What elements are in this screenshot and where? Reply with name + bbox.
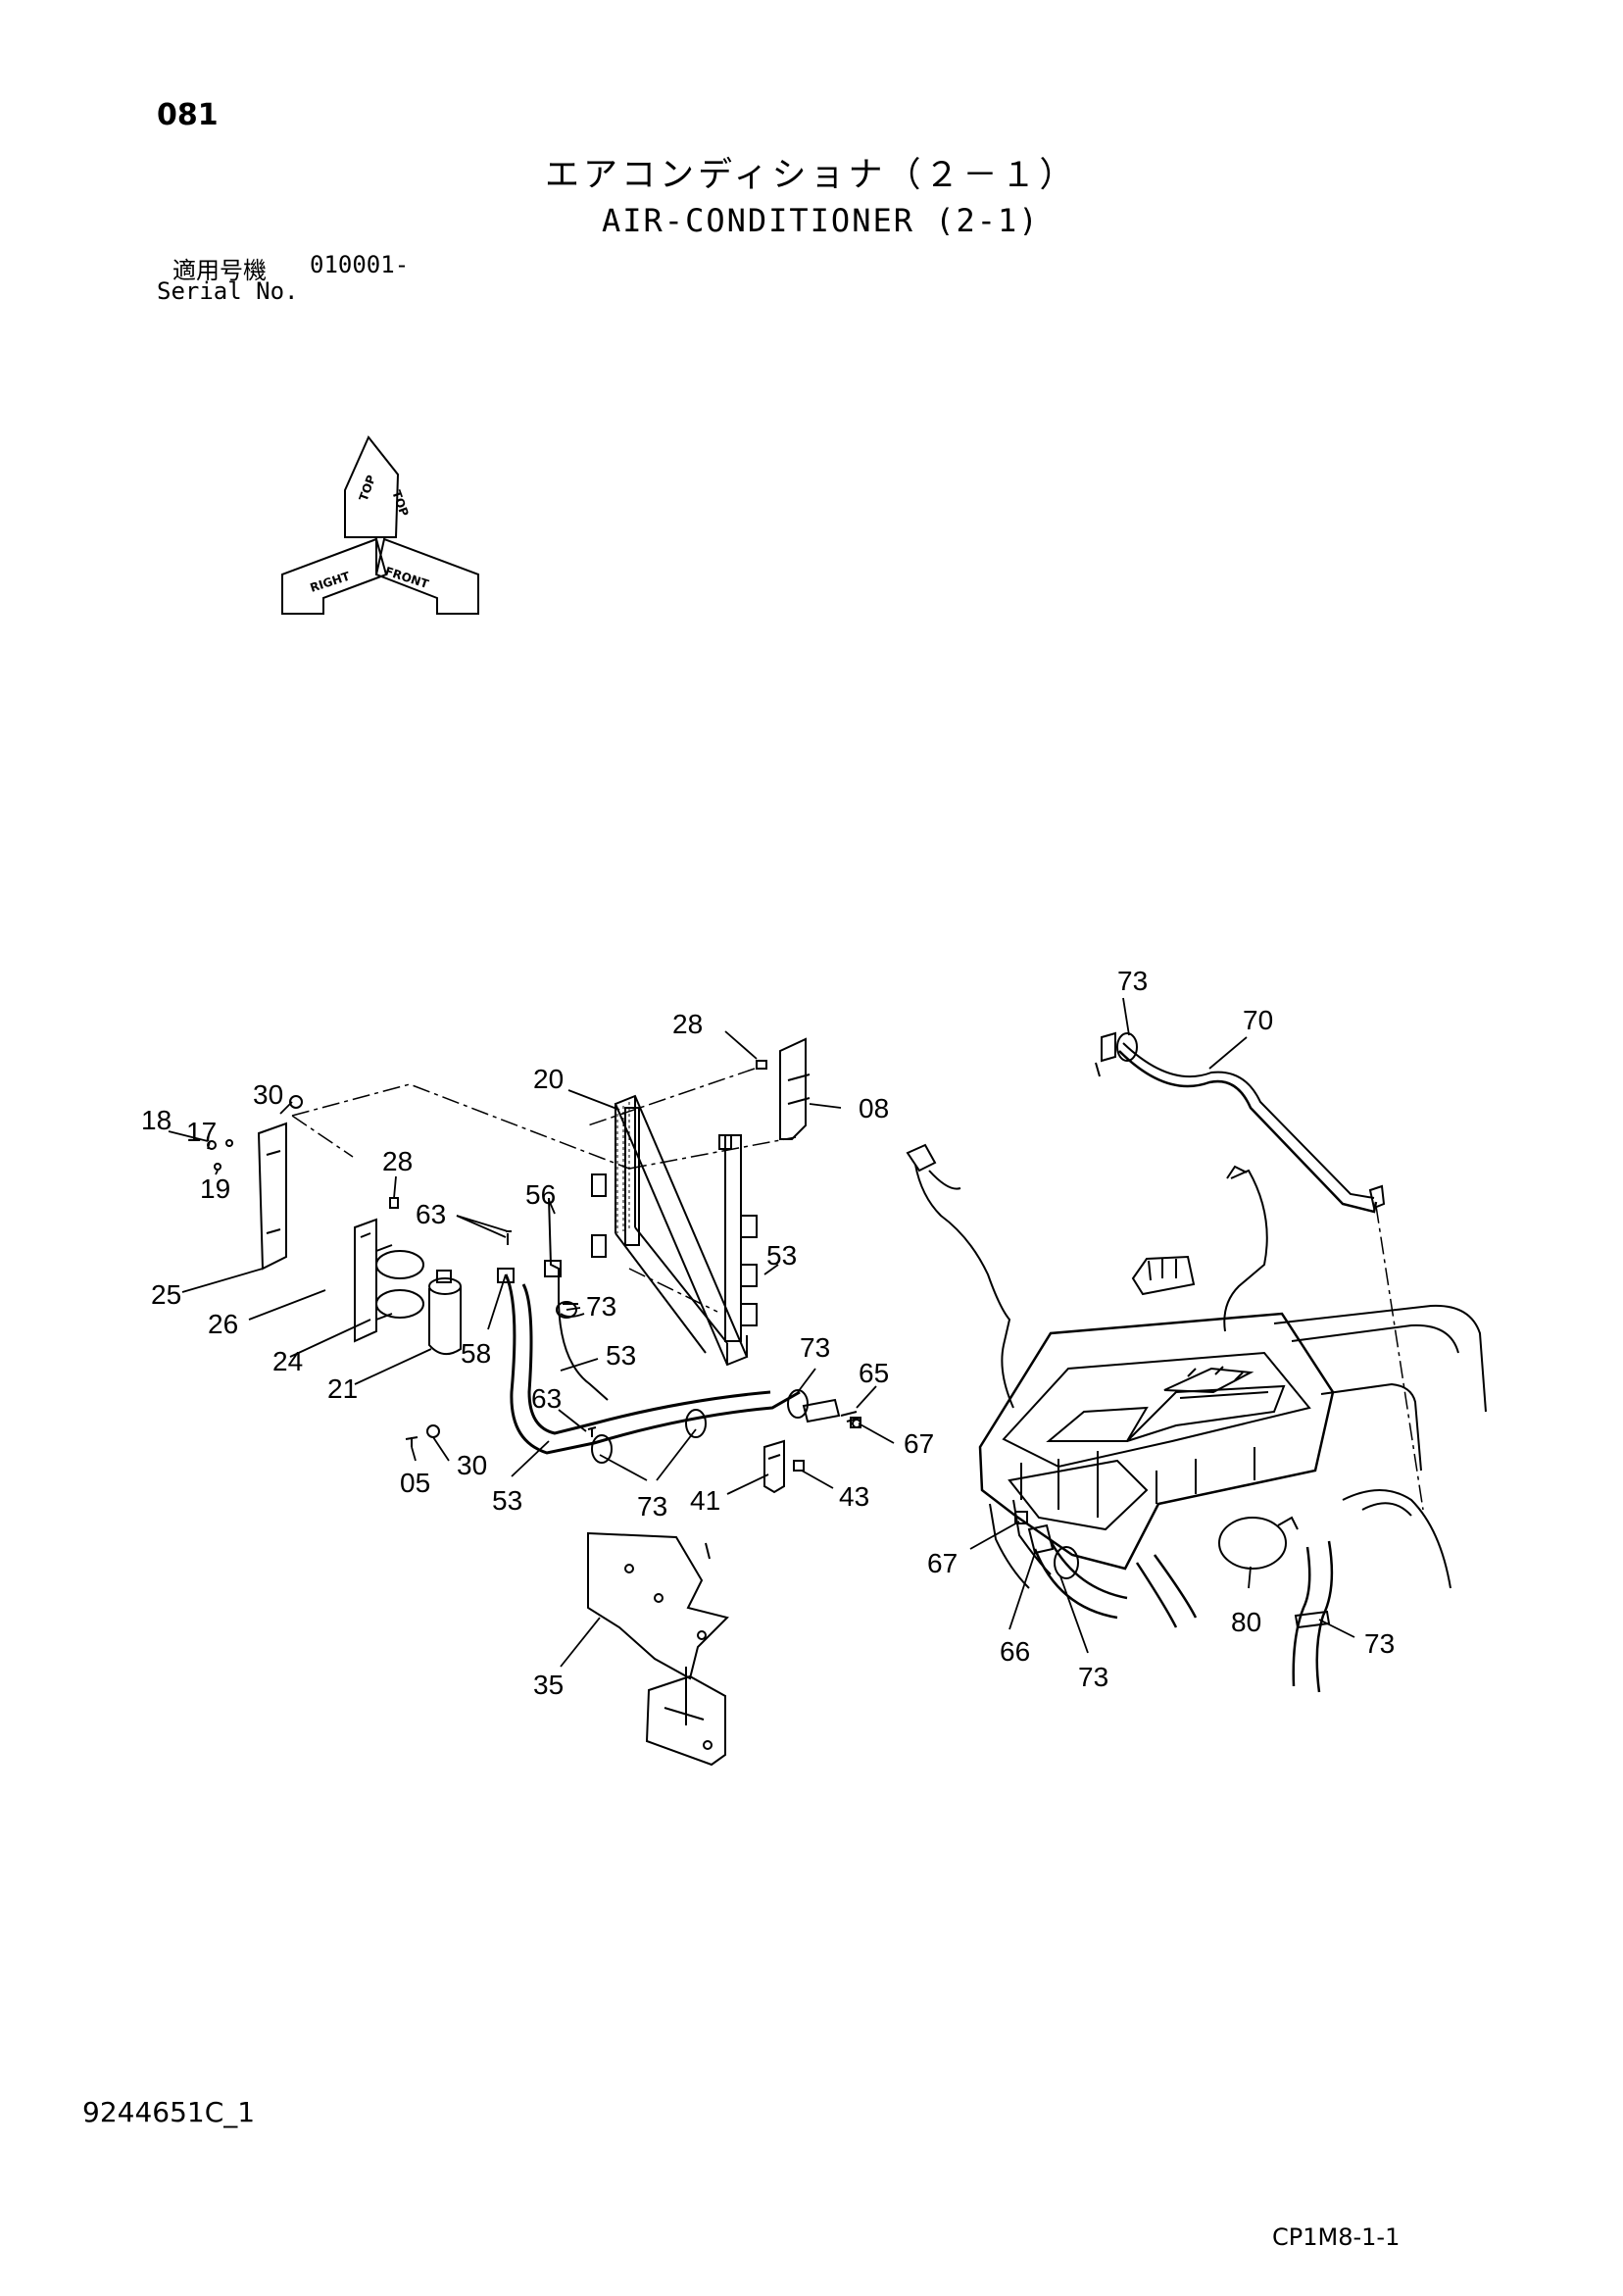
callout-73-right: 73	[800, 1332, 830, 1363]
bracket-41	[763, 1439, 785, 1494]
callout-26: 26	[208, 1309, 238, 1339]
page-number: 081	[157, 98, 219, 132]
callout-67-top: 67	[904, 1428, 934, 1459]
orientation-top-label: TOP	[357, 474, 379, 504]
callout-73-low: 73	[637, 1491, 667, 1522]
leader-lines	[168, 997, 1355, 1668]
orientation-right-arrow	[281, 537, 388, 615]
condenser-core	[615, 1226, 728, 1354]
oring-30-top	[289, 1095, 303, 1109]
hose-right	[1292, 1540, 1334, 1693]
bolt-18	[207, 1140, 217, 1150]
title-japanese: エアコンディショナ（２－１）	[545, 156, 1078, 195]
callout-30-top: 30	[253, 1079, 283, 1110]
plate-35	[587, 1531, 729, 1680]
fitting-66	[1027, 1523, 1055, 1555]
document-number: 9244651C_1	[82, 2096, 256, 2128]
callout-35: 35	[533, 1670, 564, 1700]
callout-73-mid: 73	[586, 1291, 616, 1322]
callout-58: 58	[461, 1338, 491, 1369]
callout-73-top: 73	[1117, 966, 1148, 996]
serial-range: 010001-	[310, 251, 410, 278]
title-english: AIR-CONDITIONER (2-1)	[602, 202, 1040, 239]
callout-53-low: 53	[492, 1485, 522, 1516]
orientation-top-arrow	[344, 435, 400, 538]
orientation-right-label: RIGHT	[309, 569, 353, 594]
callout-41: 41	[690, 1485, 720, 1516]
plate-35-support	[645, 1667, 726, 1767]
hose-clamp-73-mid	[556, 1301, 577, 1319]
clamp-lower	[375, 1289, 424, 1319]
callout-labels: 73 70 28 20 08 30 17 18 19 28 63 56 53 2…	[141, 966, 1395, 1700]
callout-53-mid: 53	[606, 1340, 636, 1371]
callout-63-low: 63	[531, 1383, 562, 1414]
bolt-63-top	[506, 1230, 512, 1245]
callout-24: 24	[272, 1346, 303, 1376]
callout-19: 19	[200, 1173, 230, 1204]
fitting-67-top	[850, 1417, 861, 1428]
callout-20: 20	[533, 1064, 564, 1094]
callout-66: 66	[1000, 1636, 1030, 1667]
hose-clamp-73-low-b	[685, 1409, 707, 1438]
wiring-harness-left	[914, 1164, 1014, 1409]
side-bracket-08	[779, 1037, 811, 1140]
callout-18: 18	[141, 1105, 172, 1135]
callout-63-top: 63	[416, 1199, 446, 1229]
hose-clamp-73-right	[787, 1389, 809, 1419]
hose-53	[504, 1273, 801, 1455]
callout-05: 05	[400, 1468, 430, 1498]
callout-21: 21	[327, 1373, 358, 1404]
pressure-switch-56	[544, 1260, 562, 1277]
pipe-70	[1118, 1050, 1378, 1214]
callout-28-top: 28	[672, 1009, 703, 1039]
pipe-56	[548, 1197, 609, 1401]
hose-clamp-73-bottom	[1054, 1546, 1079, 1579]
hose-clamp-73-top	[1116, 1032, 1138, 1062]
washer-17	[225, 1139, 233, 1147]
serial-label-japanese: 適用号機	[172, 257, 267, 284]
washer-30-low	[426, 1424, 440, 1438]
bracket-25	[257, 1122, 287, 1271]
callout-43: 43	[839, 1481, 869, 1512]
bolt-05	[405, 1436, 418, 1447]
callout-73-far: 73	[1364, 1628, 1395, 1659]
alignment-lines	[291, 1068, 1424, 1511]
callout-30-low: 30	[457, 1450, 487, 1480]
callout-70: 70	[1243, 1005, 1273, 1035]
callout-25: 25	[151, 1279, 181, 1310]
wiring-harness-right	[1223, 1169, 1268, 1332]
callout-67-low: 67	[927, 1548, 958, 1578]
nut-19	[214, 1163, 221, 1171]
callout-28-mid: 28	[382, 1146, 413, 1176]
callout-08: 08	[859, 1093, 889, 1123]
fitting-67-low	[1014, 1511, 1028, 1524]
callout-17: 17	[186, 1117, 217, 1147]
callout-56: 56	[525, 1179, 556, 1210]
reference-code: CP1M8-1-1	[1272, 2223, 1401, 2251]
orientation-top-label-mirrored: TOP	[389, 488, 412, 519]
bolt-28-top	[756, 1060, 767, 1070]
clamp-upper	[375, 1250, 424, 1279]
hose-clamp-73-low-a	[591, 1434, 613, 1464]
bolt-43	[793, 1460, 805, 1472]
clamp-bracket-24	[354, 1218, 377, 1343]
callout-73-bottom: 73	[1078, 1662, 1108, 1692]
bolt-63-low	[587, 1426, 597, 1437]
ac-unit-body	[978, 1312, 1335, 1571]
orientation-indicator: TOP TOP RIGHT FRONT	[281, 435, 479, 615]
serial-label-english: Serial No.	[157, 277, 299, 305]
callout-53-right: 53	[766, 1240, 797, 1271]
hose-80	[1218, 1517, 1287, 1570]
callout-65: 65	[859, 1358, 889, 1388]
callout-80: 80	[1231, 1607, 1261, 1637]
bolt-28-mid	[389, 1197, 399, 1209]
receiver-drier-21	[428, 1286, 462, 1356]
